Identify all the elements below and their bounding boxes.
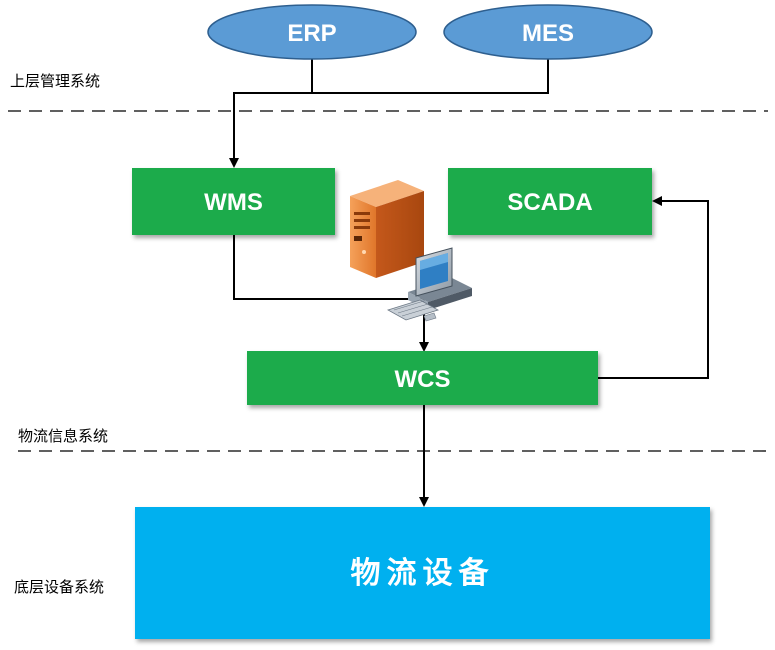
wcs-node: WCS (247, 351, 598, 405)
erp-label: ERP (287, 20, 336, 47)
wms-node: WMS (132, 168, 335, 235)
scada-label: SCADA (507, 189, 592, 216)
erp-node: ERP (207, 4, 417, 60)
top-to-wms-arrow (229, 92, 312, 168)
erp-mes-merge-line (311, 58, 549, 94)
server-tower-icon (350, 180, 424, 278)
mes-label: MES (522, 20, 574, 47)
wcs-to-scada-arrow (598, 196, 709, 379)
logistics-layer-label: 物流信息系统 (18, 427, 108, 445)
scada-node: SCADA (448, 168, 652, 235)
equipment-node: 物流设备 (135, 507, 710, 639)
mes-node: MES (443, 4, 653, 60)
upper-layer-label: 上层管理系统 (10, 72, 100, 90)
wms-label: WMS (204, 189, 263, 216)
wms-to-wcs-arrow (233, 235, 429, 352)
equipment-label: 物流设备 (351, 556, 495, 591)
bottom-layer-label: 底层设备系统 (14, 578, 104, 596)
wcs-label: WCS (395, 366, 451, 393)
desktop-computer-icon (386, 247, 472, 322)
